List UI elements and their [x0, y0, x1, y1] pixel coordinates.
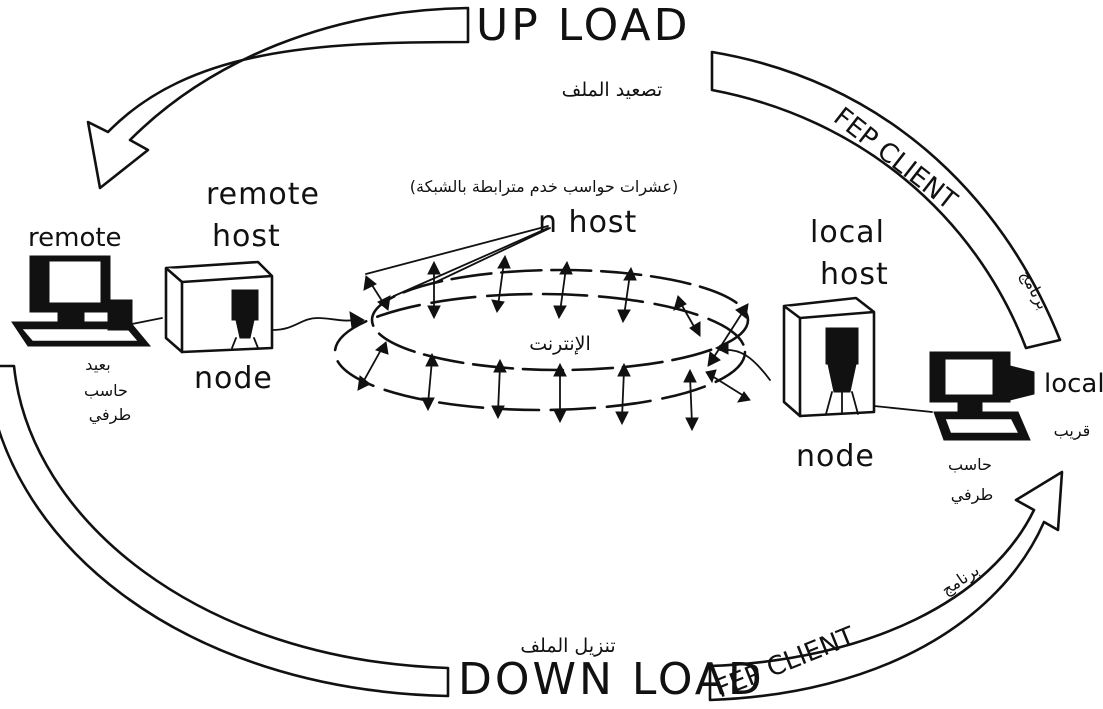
upload-arrow: [88, 8, 468, 188]
remote-computer-arabic-3: طرفي: [89, 405, 132, 425]
remote-computer-arabic-1: بعيد: [85, 355, 110, 374]
download-arc: [0, 366, 448, 696]
remote-host-label-2: host: [212, 219, 281, 254]
download-arabic-label: تنزيل الملف: [520, 635, 615, 657]
upload-label: UP LOAD: [476, 0, 691, 51]
local-computer-arabic-near: قريب: [1054, 421, 1091, 441]
local-host-server: [784, 298, 874, 416]
local-computer: [930, 352, 1034, 440]
remote-computer: [12, 256, 162, 346]
local-host-label-1: local: [810, 215, 885, 250]
local-host-to-computer-wire: [874, 406, 932, 412]
ftp-client-top-label: FEP CLIENT: [828, 102, 963, 216]
remote-computer-label: remote: [28, 223, 122, 253]
remote-host-server: [166, 262, 272, 352]
upload-arabic-label: تصعيد الملف: [562, 79, 663, 101]
internet-center-label: الإنترنت: [529, 333, 591, 355]
remote-computer-arabic-2: حاسب: [84, 381, 128, 400]
host-pointer-lines: [366, 226, 550, 296]
local-computer-label: local: [1044, 369, 1103, 399]
ftp-client-arc-top: [712, 52, 1060, 348]
remote-connection-wire: [272, 318, 356, 330]
remote-host-label-1: remote: [206, 177, 320, 212]
local-computer-arabic-1: حاسب: [948, 455, 992, 474]
local-computer-arabic-2: طرفي: [951, 485, 994, 505]
internet-host-label: n host: [538, 205, 637, 240]
remote-node-label: node: [194, 361, 273, 396]
local-host-label-2: host: [820, 257, 889, 292]
internet-host-arabic: (عشرات حواسب خدم مترابطة بالشبكة): [410, 177, 678, 197]
local-node-label: node: [796, 439, 875, 474]
